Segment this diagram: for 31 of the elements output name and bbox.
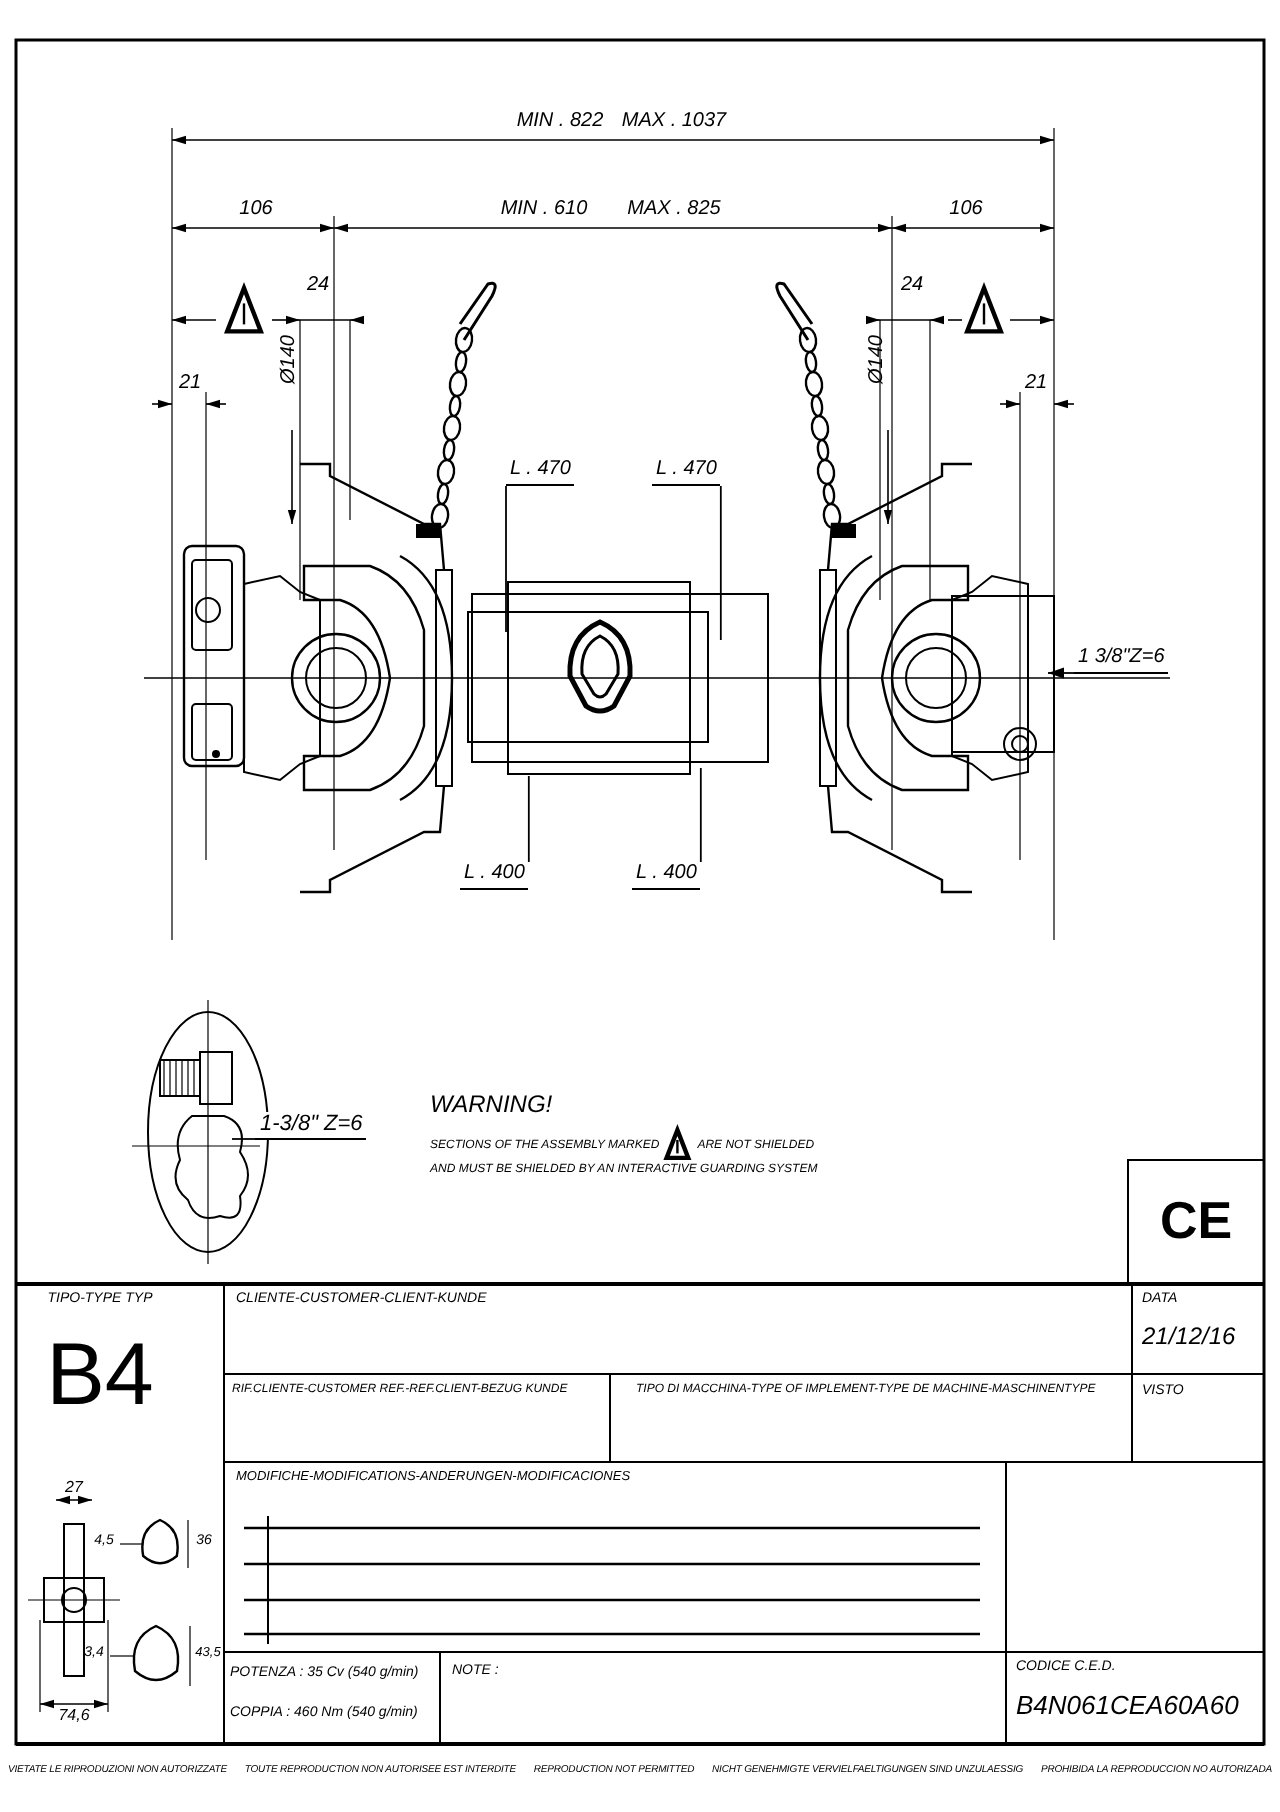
code-value: B4N061CEA60A60 bbox=[1016, 1692, 1239, 1721]
part-callout: L . 470 bbox=[506, 458, 575, 486]
dimension-value: 24 bbox=[900, 274, 924, 296]
leader-line bbox=[505, 485, 507, 633]
part-callout: L . 400 bbox=[632, 862, 701, 890]
part-callout: L . 470 bbox=[652, 458, 721, 486]
ce-mark: CE bbox=[1159, 1192, 1233, 1250]
dimension-value: 24 bbox=[306, 274, 330, 296]
dimension-value: 74,6 bbox=[58, 1708, 90, 1726]
dimension-value: 106 bbox=[949, 198, 983, 220]
leader-line bbox=[719, 485, 722, 641]
dimension-value: MIN . 822 bbox=[516, 110, 604, 132]
date-value: 21/12/16 bbox=[1142, 1324, 1236, 1351]
dimension-value: 21 bbox=[1024, 372, 1048, 394]
part-callout: 1 3/8"Z=6 bbox=[1074, 646, 1169, 674]
dimension-value: 106 bbox=[239, 198, 273, 220]
dimension-value: 27 bbox=[65, 1480, 83, 1498]
dimension-value: MAX . 825 bbox=[627, 198, 721, 220]
type-value: B4 bbox=[46, 1328, 154, 1425]
leader-line bbox=[1047, 667, 1075, 679]
dimension-value: Ø140 bbox=[866, 335, 888, 384]
dimension-value: MIN . 610 bbox=[500, 198, 588, 220]
dimension-value: MAX . 1037 bbox=[621, 110, 727, 132]
part-callout: 1-3/8" Z=6 bbox=[256, 1112, 367, 1140]
leader-line bbox=[527, 775, 530, 863]
leader-line bbox=[699, 767, 702, 863]
leader-line bbox=[231, 1138, 257, 1140]
part-callout: L . 400 bbox=[460, 862, 529, 890]
dimension-value: Ø140 bbox=[278, 335, 300, 384]
warning-heading: WARNING! bbox=[430, 1092, 553, 1119]
dimension-value: 21 bbox=[178, 372, 202, 394]
